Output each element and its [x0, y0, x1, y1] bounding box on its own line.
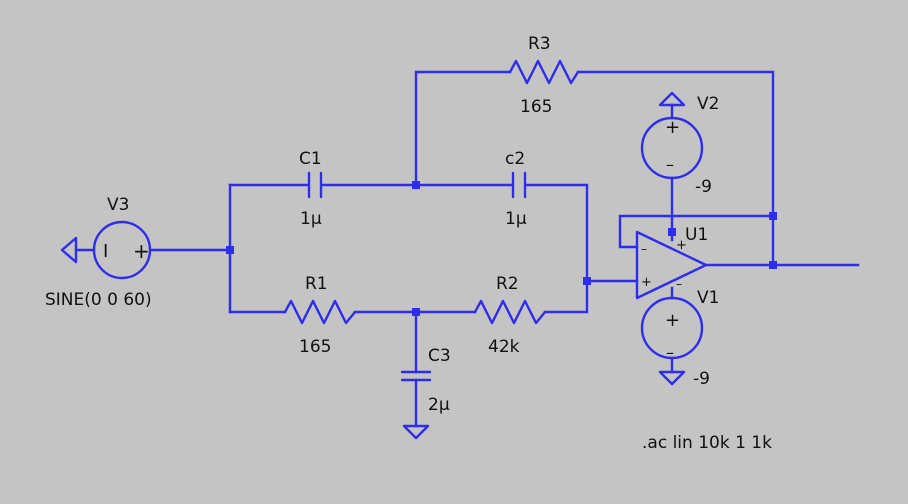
- c3-name-label: C3: [428, 346, 451, 366]
- v2-minus-sign: –: [666, 155, 674, 174]
- v1-source[interactable]: + – V1 -9: [640, 288, 719, 389]
- v1-plus-sign: +: [665, 310, 680, 331]
- r3-zigzag: [508, 59, 580, 85]
- u1-name-label: U1: [685, 225, 708, 245]
- wire-r3-right: [576, 70, 775, 267]
- wires: [150, 70, 860, 428]
- c2-name-label: c2: [505, 149, 525, 169]
- v2-value-label: -9: [695, 177, 712, 197]
- u1-minus-input-sign: –: [641, 242, 647, 256]
- source-circle-icon: [640, 296, 704, 360]
- v3-plus-sign: +: [133, 239, 150, 263]
- r1-zigzag: [283, 299, 357, 325]
- v1-minus-sign: –: [666, 343, 674, 362]
- opamp-u1[interactable]: – + + – U1: [635, 225, 708, 300]
- r1-value-label: 165: [299, 337, 331, 357]
- ground-arrow-icon: [60, 236, 78, 264]
- r1-name-label: R1: [305, 274, 328, 294]
- source-circle-icon: [640, 116, 704, 180]
- v2-source[interactable]: + – V2 -9: [640, 91, 719, 197]
- capacitor-c3[interactable]: C3 2µ: [400, 346, 451, 440]
- spice-directive[interactable]: .ac lin 10k 1 1k: [642, 433, 772, 453]
- r3-value-label: 165: [520, 97, 552, 117]
- v2-plus-sign: +: [665, 117, 680, 138]
- c2-value-label: 1µ: [505, 209, 527, 229]
- junction-dot: [769, 212, 777, 220]
- capacitor-c2[interactable]: c2 1µ: [505, 149, 527, 229]
- source-circle-icon: [92, 220, 152, 280]
- r2-value-label: 42k: [488, 337, 520, 357]
- v2-name-label: V2: [697, 94, 719, 114]
- c3-value-label: 2µ: [428, 395, 450, 415]
- u1-vplus-sign: +: [676, 238, 687, 253]
- supply-arrow-down-icon: [658, 370, 686, 386]
- v1-name-label: V1: [697, 288, 719, 308]
- r3-name-label: R3: [528, 34, 551, 54]
- ground-icon: [402, 424, 430, 440]
- v3-value-label: SINE(0 0 60): [45, 290, 152, 310]
- wire-r2-right: [543, 279, 589, 314]
- opamp-triangle-icon: [635, 230, 708, 300]
- wire-r3-left-riser: [414, 70, 512, 187]
- v3-minus-sign: I: [103, 241, 108, 262]
- junction-dot: [412, 181, 420, 189]
- junction-dot: [412, 308, 420, 316]
- wire-c2-right: [524, 183, 589, 283]
- c1-name-label: C1: [299, 149, 322, 169]
- supply-arrow-up-icon: [658, 91, 686, 107]
- v1-value-label: -9: [693, 369, 710, 389]
- v3-name-label: V3: [107, 195, 129, 215]
- u1-plus-input-sign: +: [641, 275, 652, 290]
- junction-dot: [226, 246, 234, 254]
- c1-value-label: 1µ: [300, 209, 322, 229]
- resistor-r3[interactable]: R3 165: [508, 34, 580, 117]
- capacitor-c1[interactable]: C1 1µ: [299, 149, 323, 229]
- u1-vminus-sign: –: [676, 277, 682, 291]
- v3-source[interactable]: I + V3 SINE(0 0 60): [45, 195, 152, 310]
- junction-dot: [769, 261, 777, 269]
- wire-feedback: [618, 214, 775, 249]
- junction-dot: [668, 228, 676, 236]
- junctions: [226, 181, 777, 316]
- r2-zigzag: [473, 299, 547, 325]
- resistor-r2[interactable]: R2 42k: [473, 274, 547, 357]
- resistor-r1[interactable]: R1 165: [283, 274, 357, 357]
- junction-dot: [583, 277, 591, 285]
- r2-name-label: R2: [496, 274, 519, 294]
